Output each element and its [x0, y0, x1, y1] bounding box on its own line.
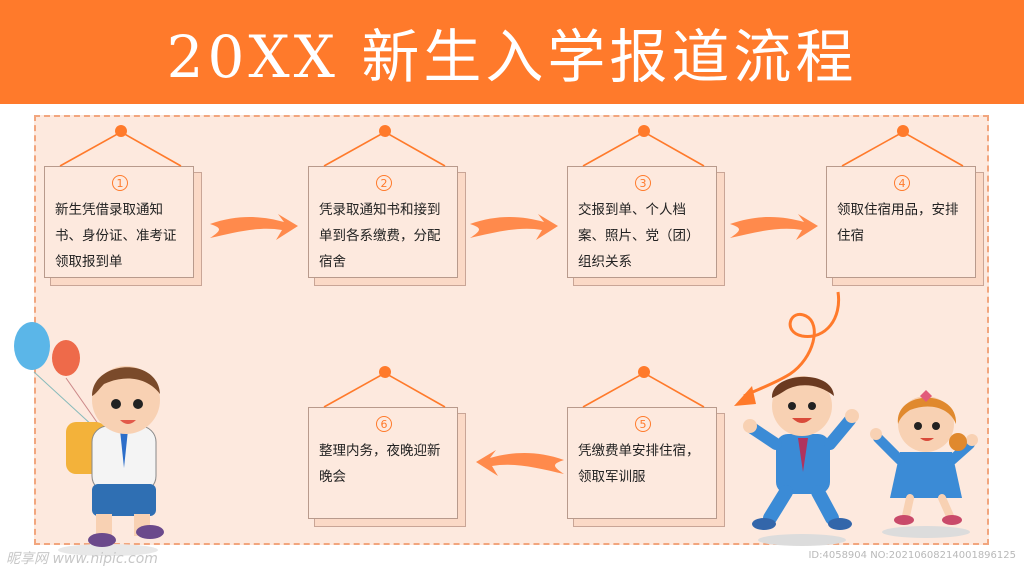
card-hanger-6	[323, 366, 446, 408]
curly-arrow-icon	[734, 291, 841, 406]
pin-icon	[638, 366, 650, 378]
step-text: 新生凭借录取通知书、身份证、准考证领取报到单	[55, 202, 177, 270]
page-title: 20XX 新生入学报道流程	[166, 23, 858, 91]
pin-icon	[897, 125, 909, 137]
step-number: 5	[635, 416, 651, 432]
step-number: 6	[376, 416, 392, 432]
title-banner: 20XX 新生入学报道流程	[0, 0, 1024, 104]
arrow-right-icon	[470, 214, 558, 240]
card-hanger-1	[59, 125, 182, 167]
card-body: 2 凭录取通知书和接到单到各系缴费，分配宿舍	[308, 166, 458, 278]
step-text: 交报到单、个人档案、照片、党（团）组织关系	[578, 202, 700, 270]
step-text: 整理内务，夜晚迎新晚会	[319, 443, 441, 485]
step-number: 4	[894, 175, 910, 191]
watermark-site: 昵享网 www.nipic.com	[6, 551, 158, 567]
arrow-right-icon	[730, 214, 818, 240]
card-hanger-5	[582, 366, 705, 408]
card-hanger-3	[582, 125, 705, 167]
step-text: 凭缴费单安排住宿，领取军训服	[578, 443, 700, 485]
watermark-id: ID:4058904 NO:20210608214001896125	[808, 550, 1016, 561]
card-body: 5 凭缴费单安排住宿，领取军训服	[567, 407, 717, 519]
balloon-icon	[14, 322, 50, 370]
arrow-left-icon	[476, 450, 564, 476]
card-body: 1 新生凭借录取通知书、身份证、准考证领取报到单	[44, 166, 194, 278]
step-text: 领取住宿用品，安排住宿	[837, 202, 959, 244]
step-number: 3	[635, 175, 651, 191]
pin-icon	[379, 125, 391, 137]
card-hanger-4	[841, 125, 964, 167]
step-number: 1	[112, 175, 128, 191]
boy-with-balloons-illustration	[14, 322, 164, 556]
card-body: 4 领取住宿用品，安排住宿	[826, 166, 976, 278]
step-text: 凭录取通知书和接到单到各系缴费，分配宿舍	[319, 202, 441, 270]
card-hanger-2	[323, 125, 446, 167]
card-body: 3 交报到单、个人档案、照片、党（团）组织关系	[567, 166, 717, 278]
arrow-right-icon	[210, 214, 298, 240]
step-number: 2	[376, 175, 392, 191]
bow-icon	[920, 390, 932, 402]
jumping-boy-illustration	[743, 376, 859, 546]
pin-icon	[379, 366, 391, 378]
balloon-icon	[52, 340, 80, 376]
card-body: 6 整理内务，夜晚迎新晚会	[308, 407, 458, 519]
pin-icon	[638, 125, 650, 137]
jumping-girl-illustration	[870, 390, 978, 538]
pin-icon	[115, 125, 127, 137]
